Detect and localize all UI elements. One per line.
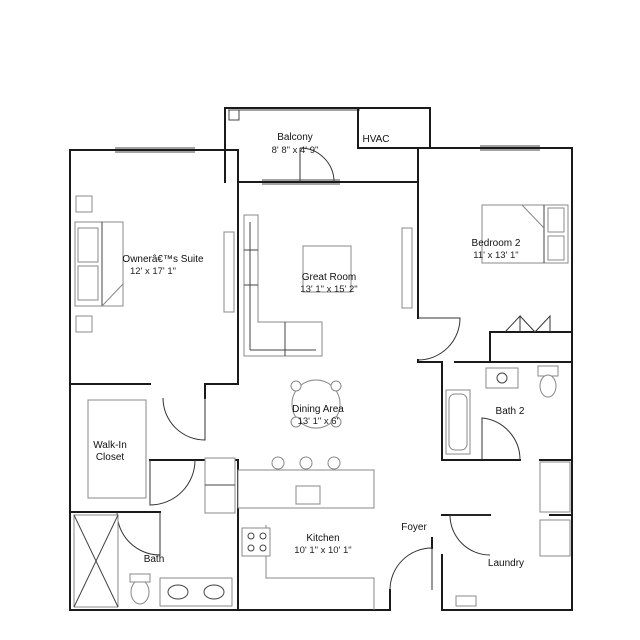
owners-bed xyxy=(74,195,124,333)
laundry-door xyxy=(449,514,491,556)
hvac-label: HVAC xyxy=(362,134,389,145)
great-room-label: Great Room xyxy=(302,272,356,283)
hvac-door xyxy=(299,147,335,183)
bath2-fixtures xyxy=(445,365,559,455)
owners-suite-label: Ownerâ€™s Suite xyxy=(122,254,204,265)
kitchen-counter xyxy=(241,525,375,610)
bath-door xyxy=(116,511,161,556)
walkin-label-line1: Walk-In xyxy=(93,440,127,451)
hvac-wall xyxy=(357,107,419,149)
bath-label: Bath xyxy=(144,554,165,565)
foyer-label: Foyer xyxy=(401,522,427,533)
windows xyxy=(115,145,540,185)
bath2-label: Bath 2 xyxy=(496,406,525,417)
owners-suite-wall xyxy=(69,149,239,611)
kitchen-island xyxy=(237,456,375,509)
kitchen-dim: 10' 1" x 10' 1" xyxy=(294,545,351,556)
bedroom2-bed xyxy=(481,204,569,264)
walkin-label-line2: Closet xyxy=(96,452,125,463)
laundry-fixtures xyxy=(455,461,571,607)
balcony-dim: 8' 8" x 4' 9" xyxy=(272,145,319,156)
bedroom2-closet xyxy=(504,314,551,333)
owners-suite-dim: 12' x 17' 1" xyxy=(130,266,176,277)
laundry-label: Laundry xyxy=(488,558,524,569)
bedroom2-door xyxy=(417,317,461,361)
sectional-sofa xyxy=(243,214,352,357)
kitchen-label: Kitchen xyxy=(306,533,339,544)
room-labels: Balcony 8' 8" x 4' 9" HVAC Ownerâ€™s Sui… xyxy=(93,132,525,569)
walkin-shelves xyxy=(87,399,236,514)
dining-label: Dining Area xyxy=(292,404,344,415)
furniture xyxy=(73,195,571,610)
doors xyxy=(116,147,521,591)
balcony-wall xyxy=(224,107,431,183)
tv-stand xyxy=(401,227,413,309)
master-bath-fixtures xyxy=(73,514,233,608)
dining-table xyxy=(290,379,342,429)
balcony-label: Balcony xyxy=(277,132,313,143)
owners-dresser xyxy=(223,231,235,313)
bedroom2-label: Bedroom 2 xyxy=(472,238,521,249)
bedroom2-dim: 11' x 13' 1" xyxy=(473,250,518,261)
owners-suite-door xyxy=(162,397,206,441)
bath2-door xyxy=(481,417,521,461)
front-door xyxy=(389,547,433,591)
great-room-dim: 13' 1" x 15' 2" xyxy=(300,284,357,295)
dining-dim: 13' 1" x 6' xyxy=(298,416,339,427)
walkin-door xyxy=(149,459,196,506)
